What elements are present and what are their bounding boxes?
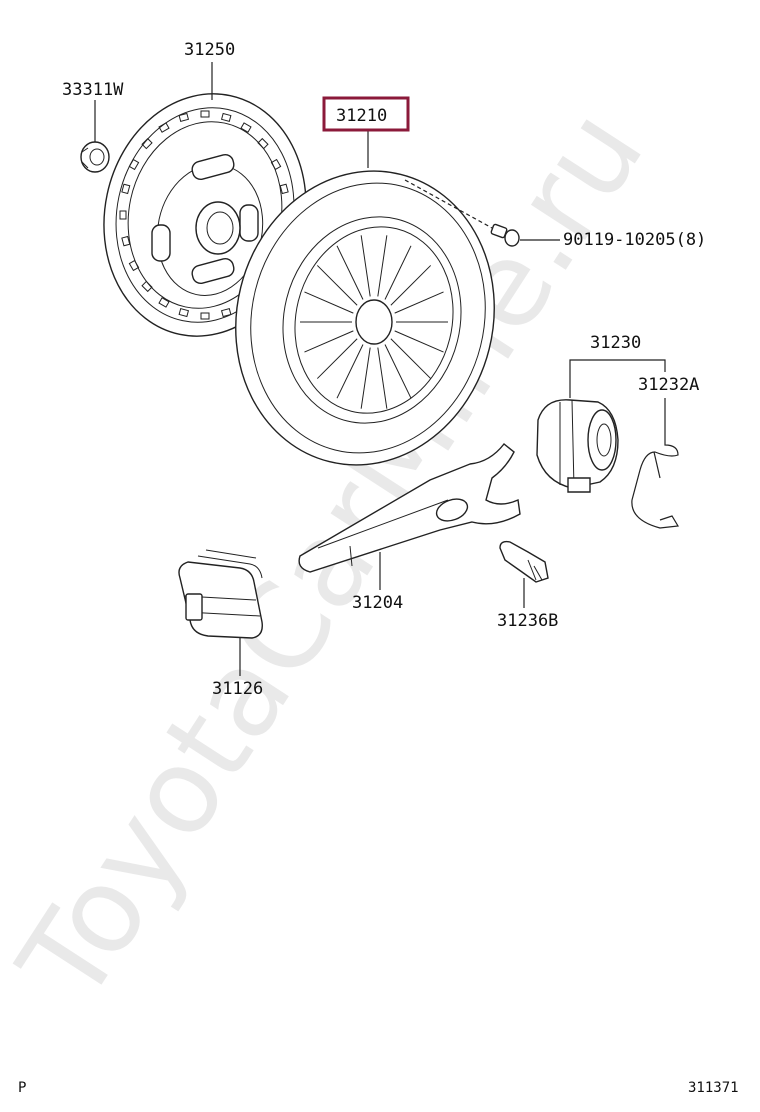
callout-31126[interactable]: 31126	[212, 679, 263, 699]
release-bearing-drawing	[536, 399, 619, 493]
leader-31230	[569, 359, 666, 398]
clutch-cover-drawing	[235, 170, 495, 466]
release-fork-drawing	[298, 443, 521, 573]
pivot-stud-drawing	[499, 540, 549, 583]
footer-left-code: P	[18, 1080, 26, 1096]
pilot-bearing-drawing	[80, 141, 110, 173]
callout-31232a[interactable]: 31232A	[638, 375, 699, 395]
callout-31204[interactable]: 31204	[352, 593, 403, 613]
fork-boot-drawing	[178, 549, 263, 639]
callout-31210[interactable]: 31210	[336, 106, 387, 126]
highlight-box-31210	[322, 96, 410, 132]
callout-90119[interactable]: 90119-10205(8)	[563, 230, 706, 250]
callout-31236b[interactable]: 31236B	[497, 611, 558, 631]
footer-figure-number: 311371	[688, 1080, 739, 1096]
cover-bolt-drawing	[404, 179, 520, 247]
release-clip-drawing	[631, 398, 679, 529]
callout-31250[interactable]: 31250	[184, 40, 235, 60]
callout-31230[interactable]: 31230	[590, 333, 641, 353]
callout-33311w[interactable]: 33311W	[62, 80, 124, 100]
